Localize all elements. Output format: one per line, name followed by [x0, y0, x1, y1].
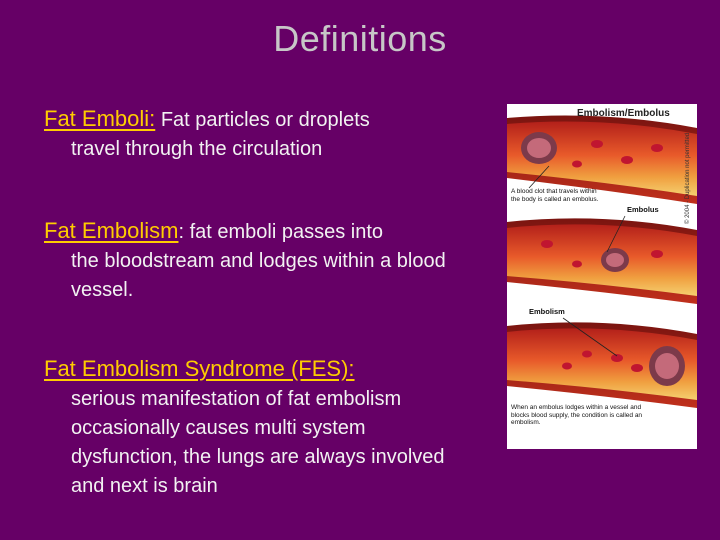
- figure-caption-top: A blood clot that travels within the bod…: [511, 188, 599, 203]
- term-fat-emboli: Fat Emboli:: [44, 106, 156, 131]
- blood-vessel-illustration: [507, 115, 697, 408]
- definition-continuation: travel through the circulation: [71, 138, 323, 160]
- term-fat-embolism: Fat Embolism: [44, 218, 179, 243]
- definition-continuation: the bloodstream and lodges within a bloo…: [71, 250, 446, 301]
- definition-text: : fat emboli passes into: [178, 221, 384, 243]
- copyright-notice: © 2004 - Duplication not permitted: [685, 132, 691, 224]
- definition-fes: Fat Embolism Syndrome (FES): serious man…: [44, 354, 474, 501]
- slide-title: Definitions: [273, 18, 447, 59]
- definition-fat-embolism: Fat Embolism: fat emboli passes into the…: [44, 216, 474, 305]
- definition-continuation: serious manifestation of fat embolism oc…: [71, 388, 445, 497]
- definition-text: Fat particles or droplets: [155, 109, 370, 131]
- label-embolism: Embolism: [529, 307, 565, 316]
- definition-fat-emboli: Fat Emboli: Fat particles or droplets tr…: [44, 104, 474, 164]
- vessel-segment-top: [507, 115, 697, 204]
- vessel-segment-middle: [507, 218, 697, 304]
- figure-caption-bottom: When an embolus lodges within a vessel a…: [511, 404, 643, 426]
- label-embolus: Embolus: [627, 205, 659, 214]
- figure-title: Embolism/Embolus: [577, 108, 670, 119]
- embolism-illustration: Embolism/Embolus A blood clot that trave…: [507, 104, 697, 449]
- vessel-segment-bottom: [507, 322, 697, 408]
- term-fes: Fat Embolism Syndrome (FES):: [44, 356, 355, 381]
